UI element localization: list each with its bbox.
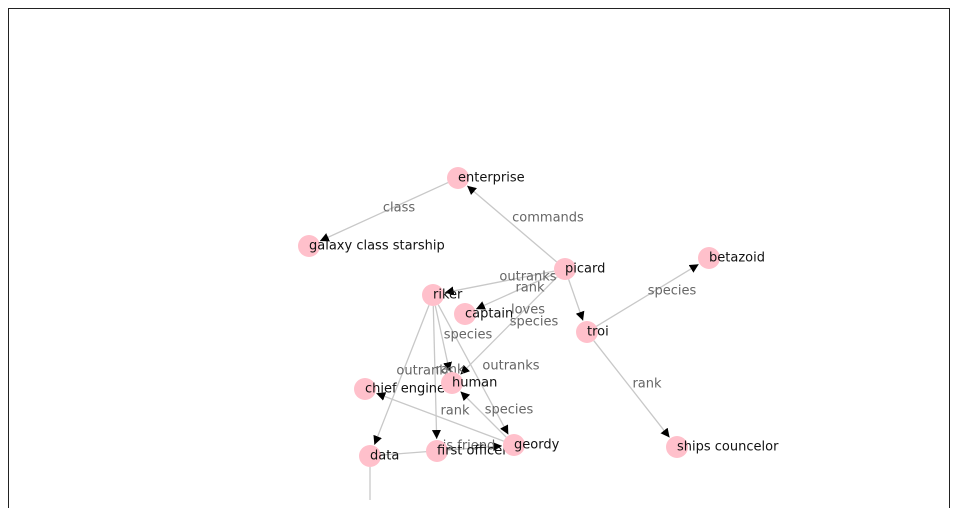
nodes-layer: enterprise galaxy class starship picard bet… (298, 167, 779, 467)
edge-label-picard-riker: outranks (499, 270, 556, 285)
node-picard[interactable]: picard (554, 258, 605, 280)
edge-geordy-human (460, 391, 507, 438)
node-galaxy[interactable]: galaxy class starship (298, 235, 445, 257)
edge-picard-enterprise (466, 185, 558, 263)
edge-picard-human (459, 276, 558, 375)
node-label-first: first officer (437, 444, 508, 459)
edge-label-enterprise-galaxy: class (383, 201, 415, 216)
node-circle-riker[interactable] (422, 284, 444, 306)
node-data[interactable]: data (359, 445, 399, 467)
edge-label-riker-human: species (444, 328, 493, 343)
node-ships[interactable]: ships councelor (666, 436, 779, 458)
edge-picard-troi (568, 279, 585, 321)
node-troi[interactable]: troi (576, 321, 609, 343)
edge-label-picard-enterprise: commands (512, 211, 584, 226)
edge-label-picard-human: species (510, 315, 559, 330)
edge-label-geordy-human: species (485, 403, 534, 418)
node-circle-first[interactable] (426, 440, 448, 462)
node-betazoid[interactable]: betazoid (698, 247, 765, 269)
edge-geordy-chief (376, 392, 504, 442)
node-label-ships: ships councelor (677, 440, 779, 455)
node-label-human: human (452, 376, 497, 391)
edges-layer (319, 181, 700, 500)
edge-riker-geordy (437, 304, 509, 435)
node-label-enterprise: enterprise (458, 171, 525, 186)
node-geordy[interactable]: geordy (503, 434, 560, 456)
node-riker[interactable]: riker (422, 284, 463, 306)
node-circle-geordy[interactable] (503, 434, 525, 456)
node-captain[interactable]: captain (454, 303, 513, 325)
node-label-captain: captain (465, 307, 513, 322)
node-human[interactable]: human (441, 372, 497, 394)
node-circle-data[interactable] (359, 445, 381, 467)
edge-troi-betazoid (596, 263, 700, 327)
node-circle-chief[interactable] (354, 378, 376, 400)
edge-riker-data (373, 305, 430, 446)
node-label-chief: chief engineer (365, 382, 459, 397)
edge-label-troi-betazoid: species (648, 284, 697, 299)
edge-picard-captain (475, 272, 556, 310)
node-circle-ships[interactable] (666, 436, 688, 458)
node-circle-human[interactable] (441, 372, 463, 394)
edge-label-picard-captain: rank (515, 281, 545, 296)
node-label-troi: troi (587, 325, 609, 340)
node-circle-enterprise[interactable] (447, 167, 469, 189)
node-circle-betazoid[interactable] (698, 247, 720, 269)
node-label-data: data (370, 449, 399, 464)
edge-label-data-geordy: is friend (443, 439, 496, 454)
node-circle-galaxy[interactable] (298, 235, 320, 257)
edge-enterprise-galaxy (319, 181, 449, 242)
node-label-picard: picard (565, 262, 605, 277)
edge-label-riker-geordy: outranks (482, 359, 539, 374)
graph-canvas-frame (8, 8, 950, 508)
node-chief[interactable]: chief engineer (354, 378, 459, 400)
edge-troi-ships (593, 340, 671, 438)
node-circle-captain[interactable] (454, 303, 476, 325)
edge-label-riker-data: outranks (396, 364, 453, 379)
node-label-geordy: geordy (514, 438, 560, 453)
node-label-betazoid: betazoid (709, 251, 765, 266)
node-label-riker: riker (433, 288, 463, 303)
edge-label-picard-troi: loves (511, 303, 545, 318)
edge-label-troi-ships: rank (632, 377, 662, 392)
node-first[interactable]: first officer (426, 440, 508, 462)
node-circle-picard[interactable] (554, 258, 576, 280)
edge-label-geordy-chief: rank (440, 404, 470, 419)
edge-riker-human (434, 305, 452, 372)
node-label-galaxy: galaxy class starship (309, 239, 445, 254)
node-circle-troi[interactable] (576, 321, 598, 343)
edge-riker-first (431, 305, 441, 440)
edge-picard-riker (444, 270, 555, 296)
node-enterprise[interactable]: enterprise (447, 167, 525, 189)
